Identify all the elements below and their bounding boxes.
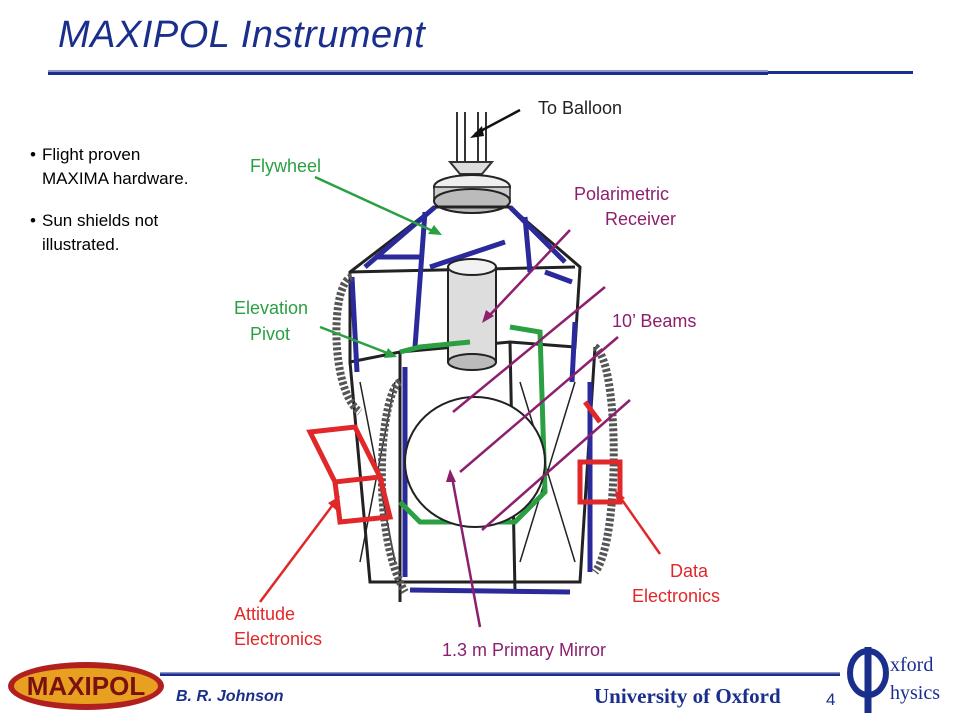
receiver-arrow xyxy=(482,229,571,323)
bullet-text-line1: Flight proven xyxy=(42,145,141,164)
attitude-arrow xyxy=(259,496,340,603)
mirror-arrow xyxy=(446,469,482,628)
flywheel-arrow xyxy=(314,175,442,235)
label-data-1: Data xyxy=(670,561,709,581)
label-flywheel: Flywheel xyxy=(250,156,321,176)
footer-rule xyxy=(160,672,840,676)
structural-beams xyxy=(349,205,593,595)
data-electronics xyxy=(577,400,623,505)
bullet-text-line2: illustrated. xyxy=(42,235,120,254)
suspension-cables xyxy=(447,112,495,175)
label-primary-mirror: 1.3 m Primary Mirror xyxy=(442,640,606,660)
bullet-marker: • xyxy=(30,211,36,230)
bullet-text-line2: MAXIMA hardware. xyxy=(42,169,189,188)
maxipol-logo-text: MAXIPOL xyxy=(27,671,146,701)
label-attitude-2: Electronics xyxy=(234,629,322,649)
oxford-logo-line1: xford xyxy=(890,654,933,676)
label-data-2: Electronics xyxy=(632,586,720,606)
label-to-balloon: To Balloon xyxy=(538,98,622,118)
bullet-list: • Flight proven MAXIMA hardware. • Sun shi… xyxy=(30,143,188,275)
elevation-pivot-frame xyxy=(398,324,548,525)
instrument-diagram: To Balloon Flywheel Polarimetric Receive… xyxy=(234,98,720,660)
page-number: 4 xyxy=(826,690,836,709)
to-balloon-arrow xyxy=(470,108,521,138)
bullet-item: • Sun shields not illustrated. xyxy=(30,209,188,257)
footer-author: B. R. Johnson xyxy=(176,688,284,705)
cable-loops xyxy=(332,273,618,595)
beams-lines xyxy=(452,286,631,531)
bullet-text-line1: Sun shields not xyxy=(42,211,159,230)
oxford-logo-line2: hysics xyxy=(890,682,940,704)
label-elevation-2: Pivot xyxy=(250,324,290,344)
label-polarimetric-1: Polarimetric xyxy=(574,184,669,204)
data-arrow xyxy=(615,490,662,555)
oxford-physics-logo: xford hysics xyxy=(847,647,940,713)
label-polarimetric-2: Receiver xyxy=(605,209,676,229)
label-elevation-1: Elevation xyxy=(234,298,308,318)
maxipol-logo: MAXIPOL xyxy=(8,662,164,710)
label-attitude-1: Attitude xyxy=(234,604,295,624)
bullet-marker: • xyxy=(30,145,36,164)
elevation-arrow xyxy=(319,325,397,358)
footer-university: University of Oxford xyxy=(594,684,781,708)
bullet-item: • Flight proven MAXIMA hardware. xyxy=(30,143,188,191)
title-underline xyxy=(48,70,913,75)
label-beams: 10’ Beams xyxy=(612,311,696,331)
attitude-electronics xyxy=(306,424,394,525)
slide-title: MAXIPOL Instrument xyxy=(58,14,426,56)
